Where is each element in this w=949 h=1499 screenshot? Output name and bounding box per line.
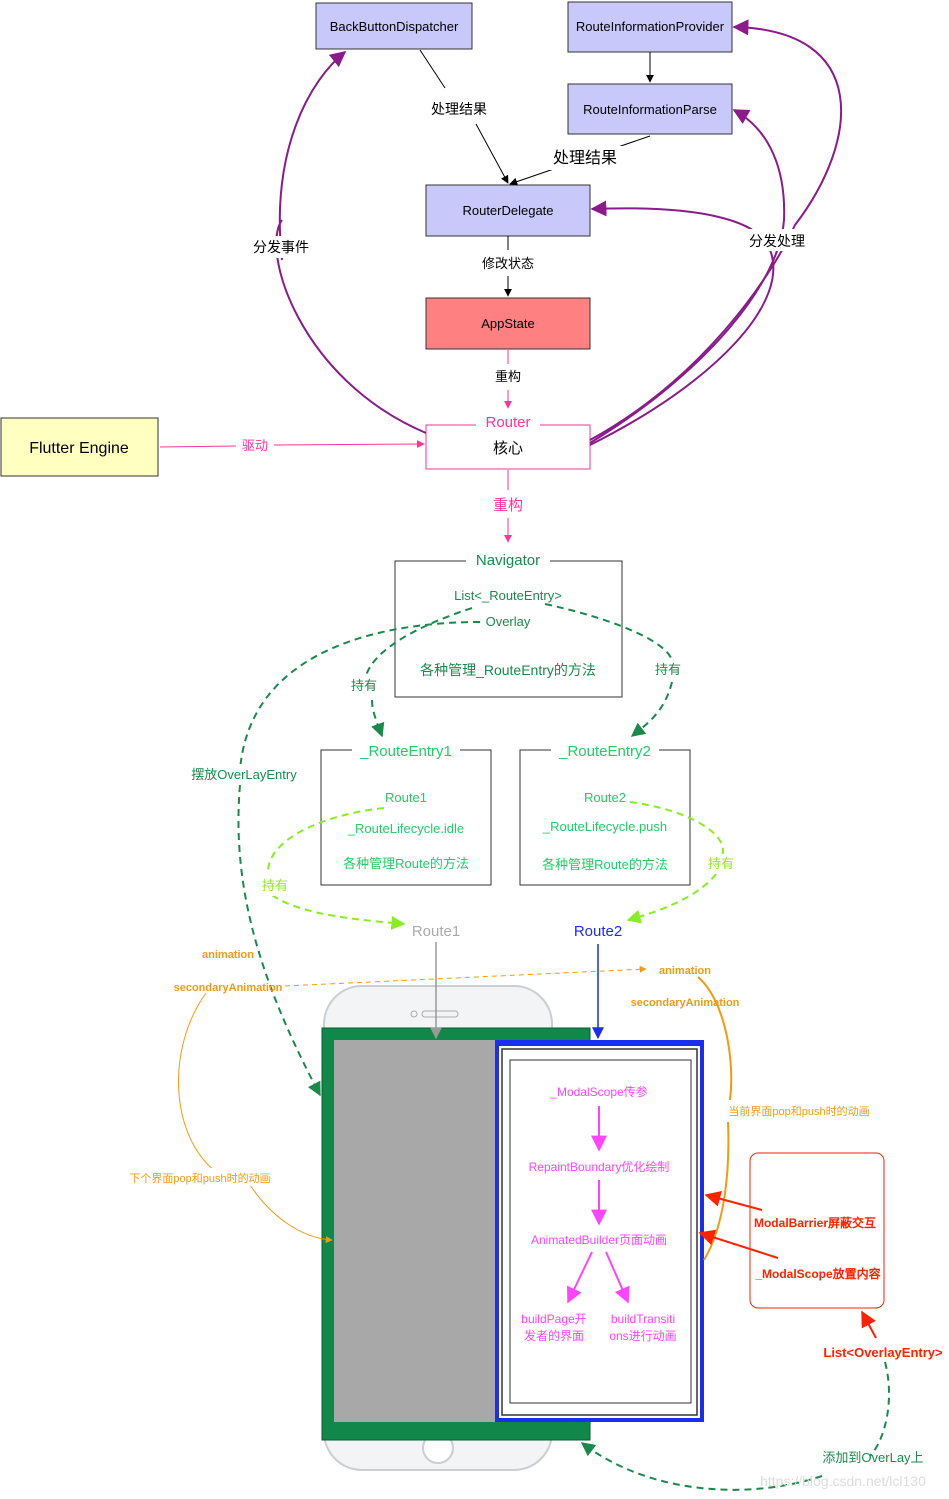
add-to-overlay-label: 添加到OverLay上 — [822, 1450, 923, 1465]
modify-state-label: 修改状态 — [482, 256, 534, 271]
navigator-methods: 各种管理_RouteEntry的方法 — [420, 662, 596, 678]
back-button-dispatcher-label: BackButtonDispatcher — [330, 19, 459, 34]
route-entry1-route: Route1 — [385, 790, 427, 805]
handle-result-label-1: 处理结果 — [431, 101, 487, 117]
secondary-to-animation-edge — [284, 965, 647, 987]
route-entry1-node: _RouteEntry1 Route1 _RouteLifecycle.idle… — [320, 740, 492, 886]
app-state-node: AppState — [425, 297, 591, 350]
overlay-list-to-box-edge — [861, 1310, 877, 1339]
modal-scope-param-label: _ModalScope传参 — [549, 1084, 647, 1099]
router-delegate-node: RouterDelegate — [425, 184, 591, 237]
list-to-entry2-edge — [544, 603, 673, 736]
hold-label-2: 持有 — [655, 662, 681, 677]
navigator-title: Navigator — [476, 552, 540, 569]
entry2-to-route2-edge — [628, 801, 725, 920]
route2-label: Route2 — [574, 923, 622, 940]
app-state-label: AppState — [481, 316, 535, 331]
place-overlay-entry-label: 摆放OverLayEntry — [191, 767, 297, 782]
barrier-to-page-edge — [704, 1190, 763, 1211]
secondary-animation-label-right: secondaryAnimation — [631, 997, 740, 1009]
router-body: 核心 — [493, 440, 523, 457]
route-information-provider-node: RouteInformationProvider — [567, 1, 733, 53]
dispatch-handle-label: 分发处理 — [749, 233, 805, 249]
router-to-provider-curve — [589, 19, 843, 441]
dispatcher-to-delegate-edge — [419, 49, 508, 183]
navigator-edges — [237, 603, 673, 1095]
right-animation-curve — [697, 976, 733, 1261]
drive-label: 驱动 — [242, 438, 268, 453]
secondary-animation-label-left: secondaryAnimation — [174, 982, 283, 994]
router-node: Router 核心 — [425, 413, 591, 470]
next-page-anim-label: 下个界面pop和push时的动画 — [129, 1171, 270, 1185]
router-to-delegate-curve — [589, 200, 775, 446]
dispatch-event-label: 分发事件 — [253, 239, 309, 255]
animated-builder-label: AnimatedBuilder页面动画 — [531, 1233, 667, 1247]
watermark: https://blog.csdn.net/lcl130 — [760, 1473, 926, 1489]
animation-label-left: animation — [202, 949, 254, 961]
flutter-engine-label: Flutter Engine — [29, 440, 129, 457]
list-to-entry1-edge — [364, 607, 473, 736]
route-entry2-title: _RouteEntry2 — [558, 743, 651, 760]
engine-to-router-edge-a — [159, 445, 237, 448]
route-information-provider-label: RouteInformationProvider — [576, 19, 725, 34]
left-animation-curve — [178, 992, 332, 1240]
build-page-line2: 发者的界面 — [524, 1328, 584, 1343]
back-button-dispatcher-node: BackButtonDispatcher — [315, 2, 473, 50]
route-entry2-lifecycle: _RouteLifecycle.push — [542, 819, 667, 834]
scope-to-page-edge — [698, 1229, 779, 1259]
router-title: Router — [485, 414, 530, 431]
route2-page: _ModalScope传参 RepaintBoundary优化绘制 Animat… — [495, 1040, 704, 1422]
build-transitions-line1: buildTransiti — [611, 1312, 675, 1326]
handle-result-label-2: 处理结果 — [553, 149, 617, 167]
route-information-parse-node: RouteInformationParse — [567, 83, 733, 135]
navigator-list: List<_RouteEntry> — [454, 588, 562, 603]
hold-label-3: 持有 — [262, 878, 288, 893]
overlay-to-phone-edge — [237, 621, 481, 1095]
add-to-overlay-edge — [582, 1361, 891, 1491]
route1-page-gray — [334, 1040, 514, 1422]
entry-to-route-edges — [267, 801, 725, 924]
navigator-overlay: Overlay — [486, 614, 531, 629]
build-page-line1: buildPage开 — [521, 1312, 586, 1326]
repaint-boundary-label: RepaintBoundary优化绘制 — [529, 1159, 670, 1174]
route-entry2-node: _RouteEntry2 Route2 _RouteLifecycle.push… — [519, 740, 691, 886]
route-entry1-lifecycle: _RouteLifecycle.idle — [347, 821, 464, 836]
modal-barrier-label: ModalBarrier屏蔽交互 — [754, 1215, 876, 1230]
flutter-engine-node: Flutter Engine — [0, 417, 159, 477]
navigator-node: Navigator List<_RouteEntry> Overlay 各种管理… — [394, 550, 623, 698]
modal-scope-content-label: _ModalScope放置内容 — [754, 1266, 880, 1281]
route-information-parse-label: RouteInformationParse — [583, 102, 717, 117]
route1-label: Route1 — [412, 923, 460, 940]
build-transitions-line2: ons进行动画 — [609, 1329, 676, 1343]
hold-label-4: 持有 — [708, 856, 734, 871]
engine-to-router-edge-b — [273, 440, 425, 449]
entry1-to-route1-edge — [267, 807, 404, 924]
overlay-entry-list-label: List<OverlayEntry> — [823, 1345, 943, 1360]
route-entry2-route: Route2 — [584, 790, 626, 805]
animation-edges — [178, 965, 733, 1261]
router-delegate-label: RouterDelegate — [462, 203, 553, 218]
current-page-anim-label: 当前界面pop和push时的动画 — [728, 1104, 869, 1118]
route-entry2-methods: 各种管理Route的方法 — [542, 857, 668, 872]
rebuild-label-2: 重构 — [493, 497, 523, 514]
hold-label-1: 持有 — [351, 678, 377, 693]
route-entry1-methods: 各种管理Route的方法 — [343, 856, 469, 871]
route-entry1-title: _RouteEntry1 — [359, 743, 452, 760]
rebuild-label-1: 重构 — [495, 369, 521, 384]
animation-label-right: animation — [659, 965, 711, 977]
modal-entries-box: ModalBarrier屏蔽交互 _ModalScope放置内容 — [749, 1152, 885, 1309]
